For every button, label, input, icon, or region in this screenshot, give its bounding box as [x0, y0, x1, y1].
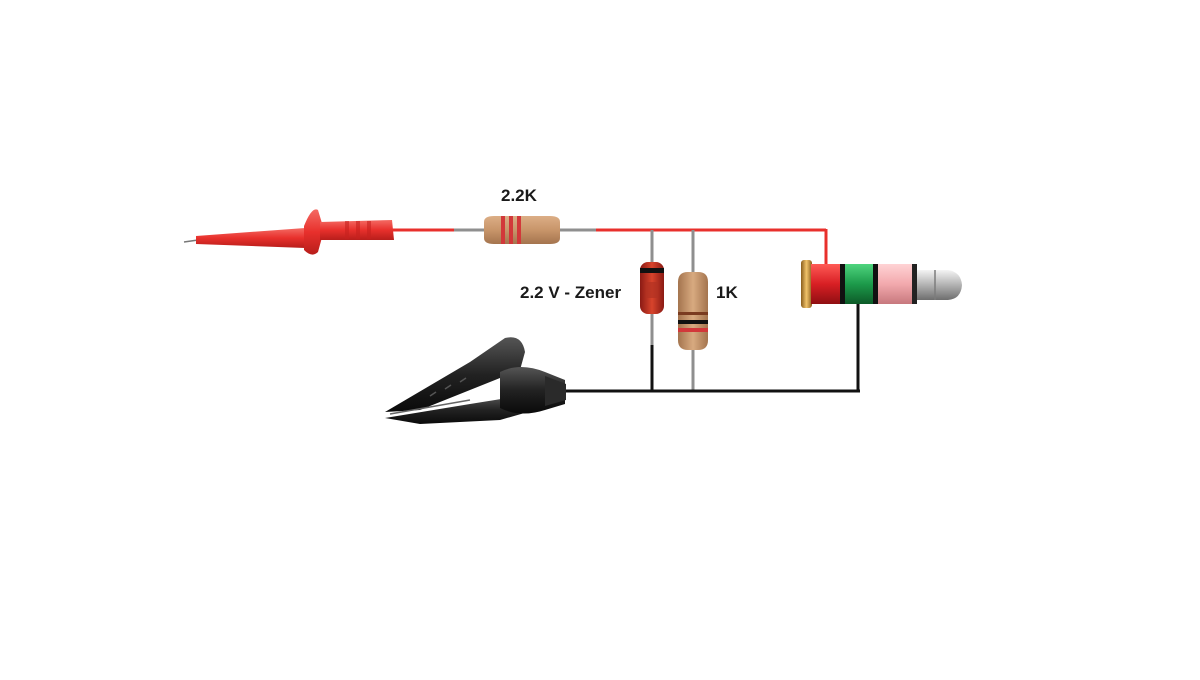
jack-sleeve-segment — [878, 264, 912, 304]
r1-band-3 — [517, 216, 521, 244]
wires — [392, 228, 860, 393]
resistor-icon — [678, 272, 708, 350]
r2-band-1 — [678, 312, 708, 315]
resistor-r1 — [484, 216, 560, 244]
r2-band-2 — [678, 320, 708, 324]
zener-value-label: 2.2 V - Zener — [520, 283, 622, 302]
r1-value-label: 2.2K — [501, 186, 537, 205]
test-probe-icon — [183, 209, 394, 255]
resistor-r2 — [678, 272, 708, 350]
jack-flange — [801, 260, 812, 308]
zener-cathode-band — [640, 268, 664, 273]
r1-band-1 — [501, 216, 505, 244]
zener-diode — [640, 262, 664, 314]
r2-value-label: 1K — [716, 283, 738, 302]
jack-ring-segment — [845, 264, 873, 304]
jack-tip-segment — [811, 264, 840, 304]
resistor-icon — [484, 216, 560, 244]
audio-jack-icon — [801, 260, 962, 308]
r2-band-3 — [678, 328, 708, 332]
r1-band-2 — [509, 216, 513, 244]
alligator-clip-icon — [385, 337, 566, 424]
jack-metal-plug — [917, 270, 962, 300]
